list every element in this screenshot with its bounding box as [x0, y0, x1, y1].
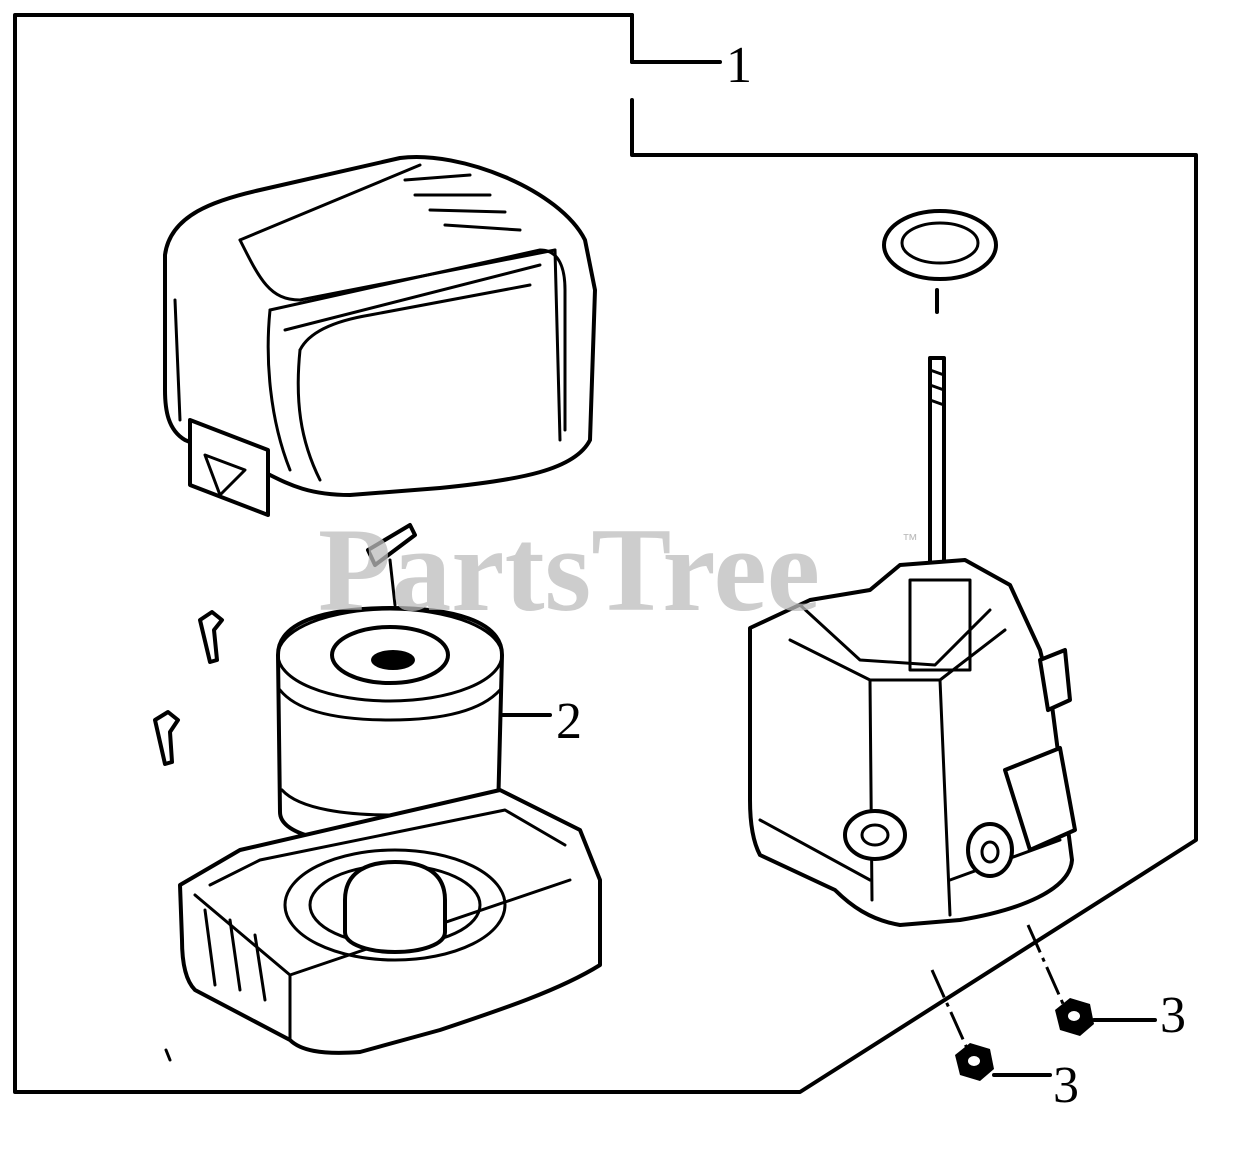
- callout-3-lower: 3: [1053, 1057, 1079, 1114]
- callout-2: 2: [556, 693, 582, 750]
- callout-3-upper: 3: [1160, 987, 1186, 1044]
- air-cleaner-body: [748, 558, 1077, 927]
- air-filter-element: [276, 606, 504, 847]
- assembly-boundary: [13, 13, 1198, 1094]
- small-mark: [164, 1048, 172, 1062]
- clip-and-screws: [153, 523, 417, 766]
- watermark-logo: PartsTree: [318, 503, 820, 636]
- nuts: [930, 924, 1094, 1081]
- air-cleaner-base: [178, 788, 602, 1055]
- watermark-trademark: ™: [902, 532, 918, 549]
- air-cleaner-cover: [163, 155, 597, 517]
- leader-lines: [501, 60, 1157, 1077]
- callout-1: 1: [726, 37, 752, 94]
- stud-bolt: [928, 356, 946, 590]
- gasket-ring: [882, 209, 998, 314]
